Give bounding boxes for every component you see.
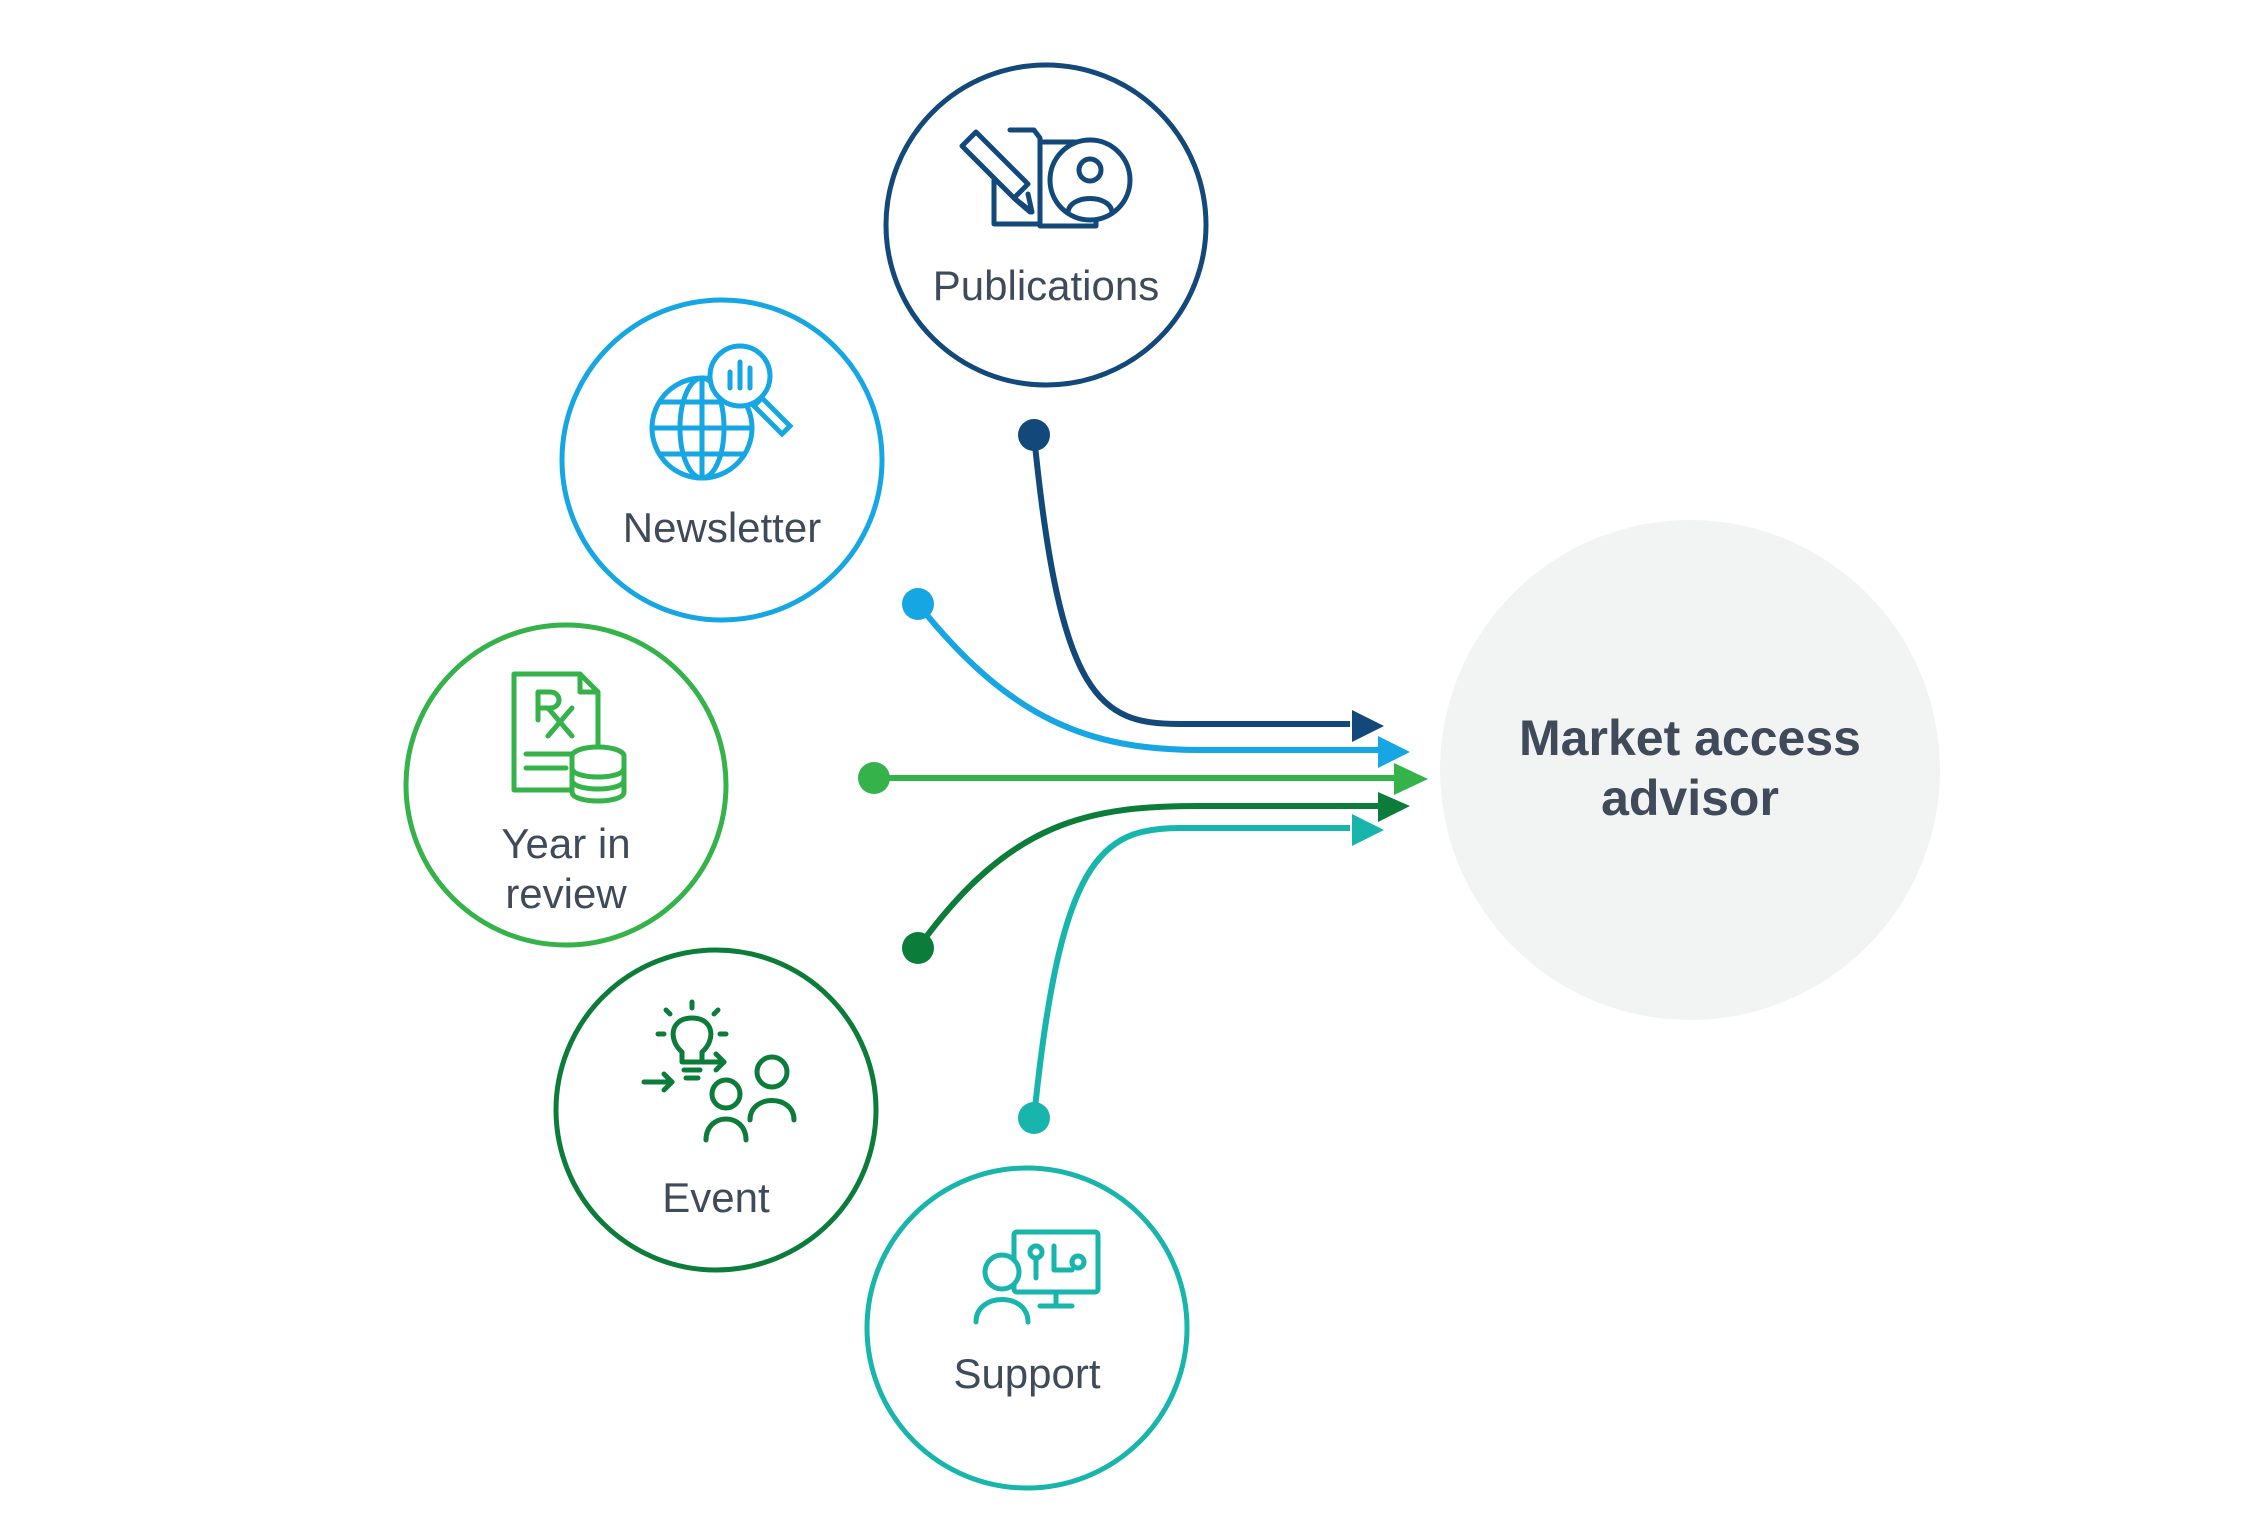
connector-dot-newsletter: [902, 588, 934, 620]
arrowhead-year-in-review: [1394, 763, 1428, 795]
node-event-label: Event: [662, 1174, 770, 1221]
person-monitor-icon: [973, 1229, 1101, 1325]
globe-magnifier-icon: [649, 343, 794, 481]
lightbulb-people-icon: [641, 999, 797, 1143]
node-year-in-review: Year in review: [403, 622, 729, 948]
node-support-label: Support: [953, 1350, 1100, 1397]
node-publications-label: Publications: [933, 262, 1159, 309]
connector-dot-publications: [1018, 419, 1050, 451]
node-support-circle: [864, 1165, 1190, 1491]
node-publications: Publications: [883, 62, 1209, 388]
hub-label-line2: advisor: [1601, 770, 1779, 826]
node-event: Event: [553, 947, 879, 1273]
connector-support: [1031, 825, 1350, 1119]
arrowhead-publications: [1352, 710, 1384, 742]
node-year-in-review-label-line1: Year in: [501, 820, 630, 867]
connector-newsletter: [915, 602, 1378, 753]
connector-event: [915, 803, 1378, 950]
hub-circle: [1440, 520, 1940, 1020]
node-year-in-review-circle: [403, 622, 729, 948]
hub-label-line1: Market access: [1519, 710, 1861, 766]
node-newsletter-label: Newsletter: [623, 504, 821, 551]
connectors: [858, 419, 1428, 1134]
arrowhead-newsletter: [1378, 736, 1410, 768]
node-support: Support: [864, 1165, 1190, 1491]
hub-node: Market access advisor: [1440, 520, 1940, 1020]
arrowhead-support: [1352, 814, 1384, 846]
node-newsletter: Newsletter: [559, 297, 885, 623]
arrowhead-event: [1378, 792, 1410, 822]
connector-dot-support: [1018, 1102, 1050, 1134]
node-newsletter-circle: [559, 297, 885, 623]
rx-document-coins-icon: [511, 671, 627, 804]
connector-dot-year-in-review: [858, 762, 890, 794]
node-year-in-review-label-line2: review: [505, 870, 627, 917]
connector-publications: [1031, 434, 1350, 727]
connector-dot-event: [902, 932, 934, 964]
node-event-circle: [553, 947, 879, 1273]
document-pencil-person-icon: [959, 127, 1133, 229]
